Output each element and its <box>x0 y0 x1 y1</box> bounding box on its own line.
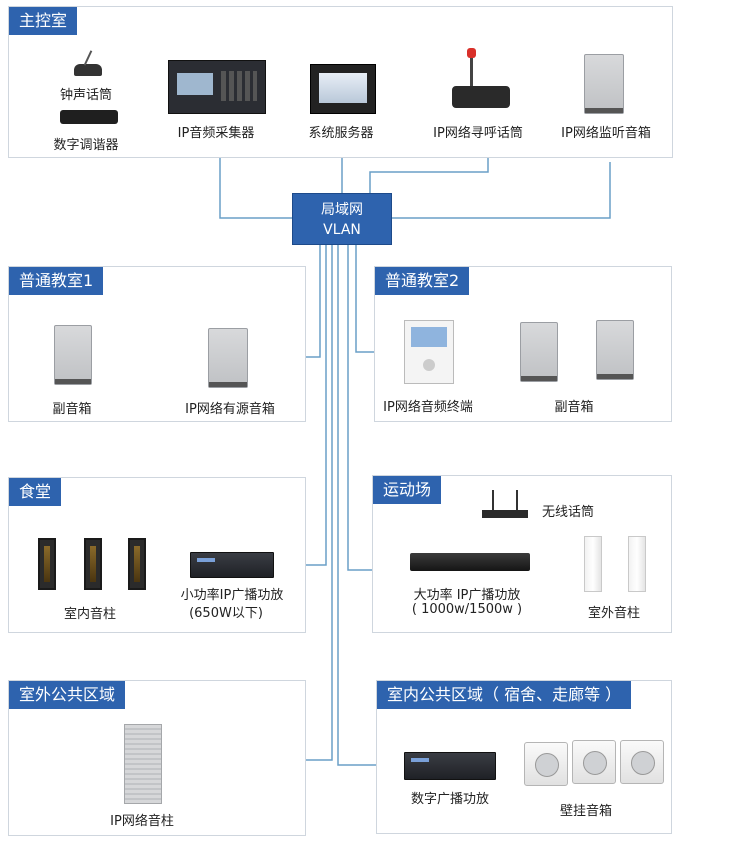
ip-active-speaker-icon <box>208 328 248 388</box>
small-ip-amp-icon <box>190 552 274 578</box>
ip-paging-mic-label: IP网络寻呼话筒 <box>433 126 523 141</box>
indoor-column-2-icon <box>84 538 102 590</box>
small-ip-amp-label-2: (650W以下) <box>189 606 263 621</box>
ip-monitor-speaker-icon <box>584 54 624 114</box>
digital-tuner-icon <box>60 110 118 124</box>
ip-monitor-speaker-label: IP网络监听音箱 <box>561 126 651 141</box>
ip-active-speaker-label: IP网络有源音箱 <box>185 402 275 417</box>
ip-audio-collector-icon <box>168 60 266 114</box>
high-power-ip-amp-label-2: ( 1000w/1500w ) <box>411 602 523 617</box>
vlan-line2: VLAN <box>323 222 361 238</box>
bell-mic-icon <box>70 50 106 78</box>
wall-speaker-1-icon <box>524 742 568 786</box>
outdoor-public-panel: 室外公共区域 <box>8 680 306 836</box>
wire-monitor-vlan <box>392 162 611 219</box>
ip-network-column-icon <box>124 724 162 804</box>
stadium-title: 运动场 <box>373 476 442 504</box>
outdoor-column-label: 室外音柱 <box>587 606 641 621</box>
indoor-column-label: 室内音柱 <box>63 607 117 622</box>
indoor-column-1-icon <box>38 538 56 590</box>
outdoor-public-title: 室外公共区域 <box>9 681 126 709</box>
wireless-mic-label: 无线话筒 <box>541 505 595 520</box>
sub-speaker-icon <box>54 325 92 385</box>
ip-audio-collector-label: IP音频采集器 <box>177 126 255 141</box>
vlan-line1: 局域网 <box>321 202 363 218</box>
ip-audio-terminal-label: IP网络音频终端 <box>383 400 473 415</box>
outdoor-column-2-icon <box>628 536 646 592</box>
classroom1-title: 普通教室1 <box>9 267 104 295</box>
bell-mic-label: 钟声话筒 <box>59 88 113 103</box>
high-power-ip-amp-icon <box>410 553 530 571</box>
high-power-ip-amp-label-1: 大功率 IP广播功放 <box>413 588 521 603</box>
control-room-title: 主控室 <box>9 7 78 35</box>
classroom1-sub-speaker-label: 副音箱 <box>52 402 92 417</box>
wall-speaker-3-icon <box>620 740 664 784</box>
wall-speaker-label: 壁挂音箱 <box>559 804 613 819</box>
classroom2-sub-speaker-label: 副音箱 <box>554 400 594 415</box>
sub-speaker-left-icon <box>520 322 558 382</box>
ip-paging-mic-icon <box>452 48 510 112</box>
lan-vlan-box: 局域网 VLAN <box>292 193 392 245</box>
wireless-mic-icon <box>482 490 528 520</box>
system-server-label: 系统服务器 <box>308 126 374 141</box>
ip-network-column-label: IP网络音柱 <box>110 814 174 829</box>
digital-tuner-label: 数字调谐器 <box>53 138 119 153</box>
wall-speaker-2-icon <box>572 740 616 784</box>
canteen-title: 食堂 <box>9 478 62 506</box>
digital-broadcast-amp-icon <box>404 752 496 780</box>
sub-speaker-right-icon <box>596 320 634 380</box>
ip-audio-terminal-icon <box>404 320 454 384</box>
indoor-public-title: 室内公共区域（ 宿舍、走廊等 ） <box>377 681 632 709</box>
classroom2-title: 普通教室2 <box>375 267 470 295</box>
small-ip-amp-label-1: 小功率IP广播功放 <box>180 588 284 603</box>
outdoor-column-1-icon <box>584 536 602 592</box>
system-server-icon <box>310 64 376 114</box>
digital-broadcast-amp-label: 数字广播功放 <box>410 792 490 807</box>
indoor-column-3-icon <box>128 538 146 590</box>
